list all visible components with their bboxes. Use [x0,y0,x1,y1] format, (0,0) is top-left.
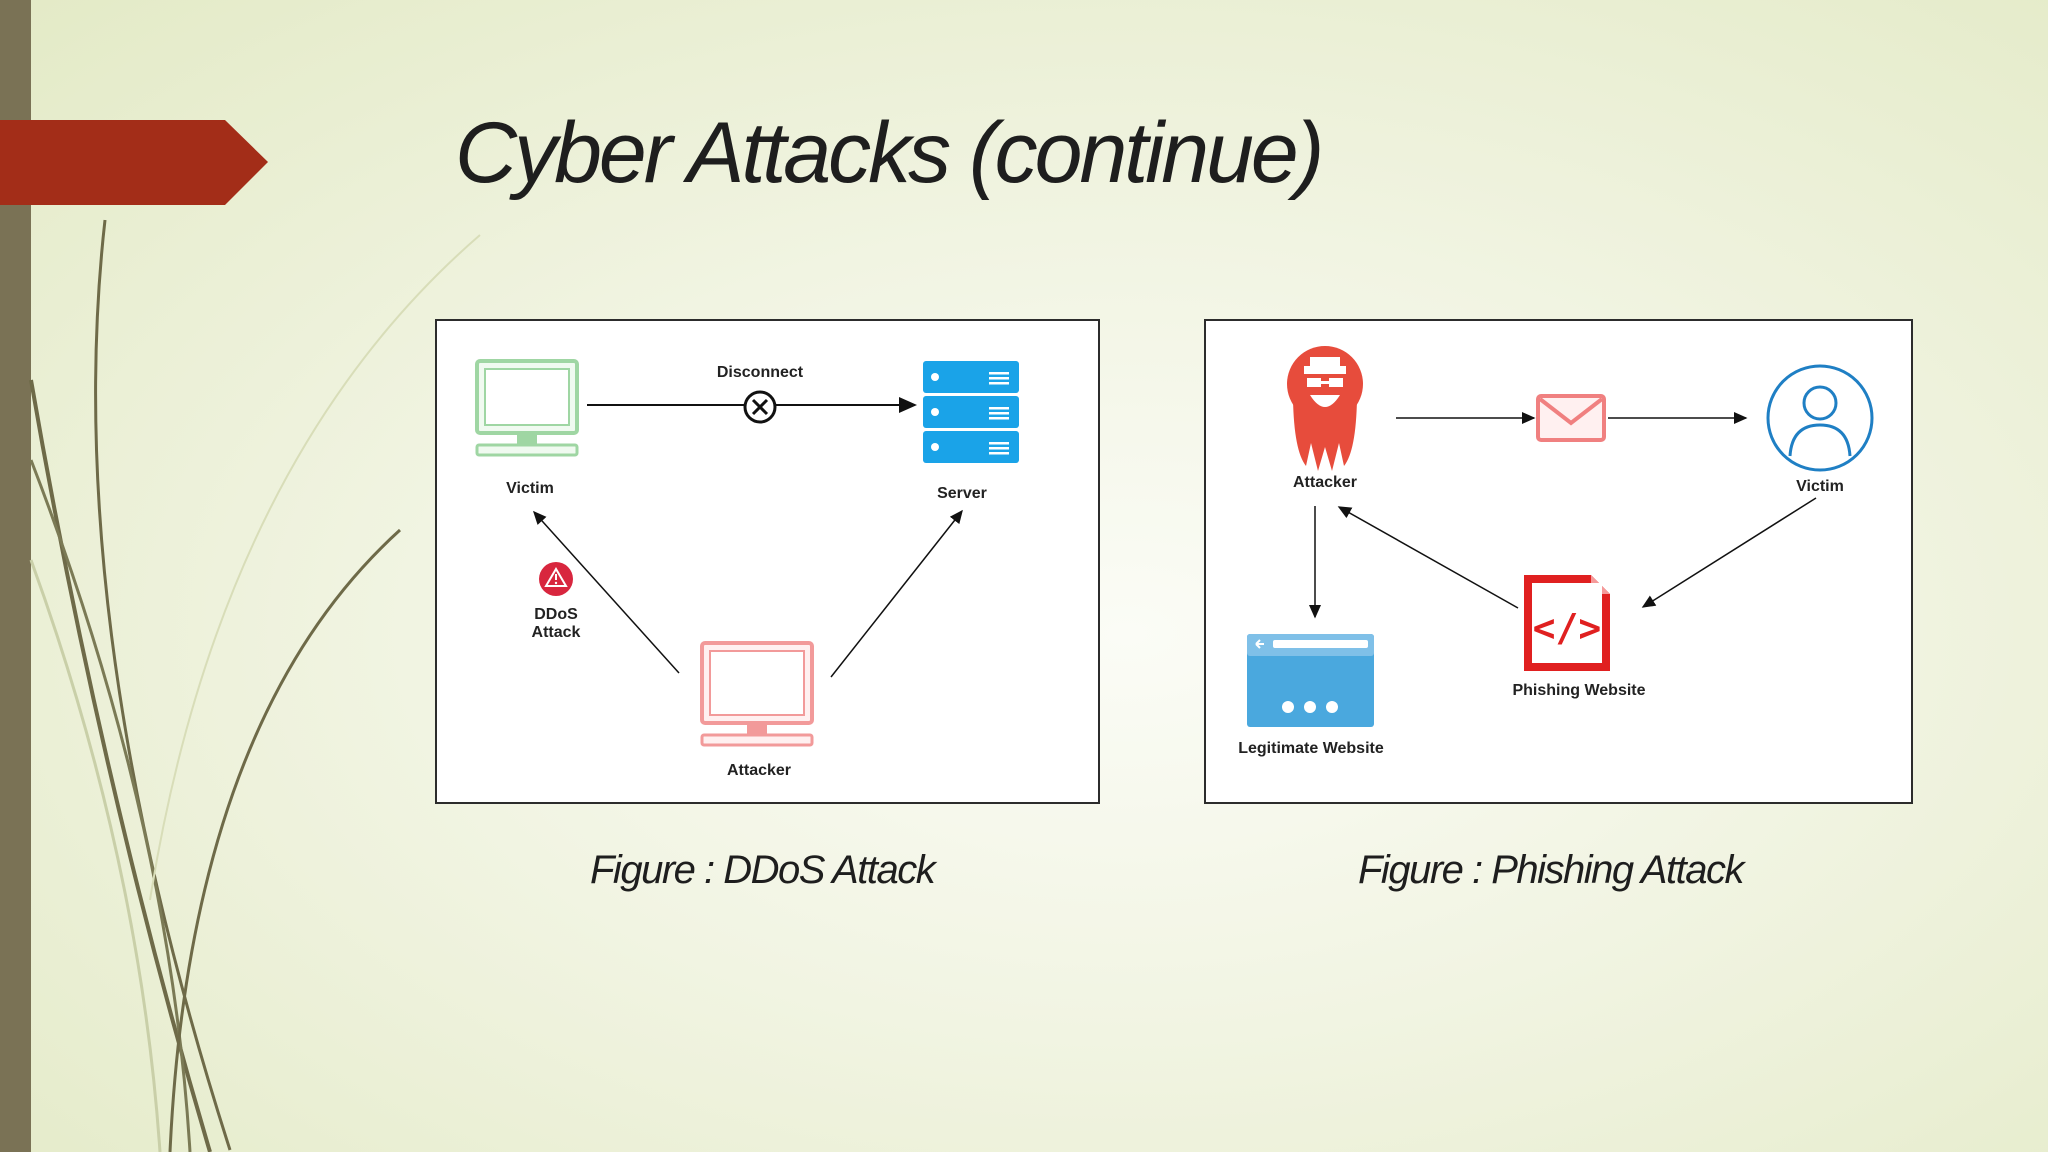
server-icon [923,361,1019,463]
attacker-label: Attacker [727,762,791,779]
victim-label: Victim [506,480,554,497]
phish-victim-label: Victim [1796,478,1844,495]
disconnect-icon [743,390,777,424]
phishing-diagram: Attacker Victim </> Phishing Website [1204,319,1913,804]
decorative-curves [29,219,481,1152]
slide-title: Cyber Attacks (continue) [455,105,1324,201]
phishing-website-label: Phishing Website [1512,682,1645,699]
ddos-figure-caption: Figure : DDoS Attack [590,848,936,892]
attacker-monitor-icon [700,641,814,747]
svg-text:</>: </> [1533,606,1602,650]
attack-arrow-to-server [830,509,963,678]
arrow-victim-to-phishing [1641,497,1817,608]
ddos-label-line1: DDoS [534,606,578,623]
attack-arrow-to-victim [532,510,680,674]
arrow-phishing-to-attacker [1337,506,1519,609]
legitimate-website-label: Legitimate Website [1238,740,1384,757]
server-label: Server [937,485,987,502]
code-file-icon: </> [1524,575,1610,671]
disconnect-label: Disconnect [717,364,804,381]
user-icon [1766,364,1874,472]
ddos-alert-icon [539,562,573,596]
phish-attacker-label: Attacker [1293,474,1357,491]
browser-window-icon [1247,634,1374,727]
title-accent-arrow [0,120,268,205]
phishing-figure-caption: Figure : Phishing Attack [1358,848,1744,892]
victim-monitor-icon [475,359,579,457]
ddos-diagram: Victim Disconnect Server [435,319,1100,804]
email-icon [1536,394,1606,442]
hacker-icon [1287,346,1363,471]
ddos-label-line2: Attack [532,624,581,641]
